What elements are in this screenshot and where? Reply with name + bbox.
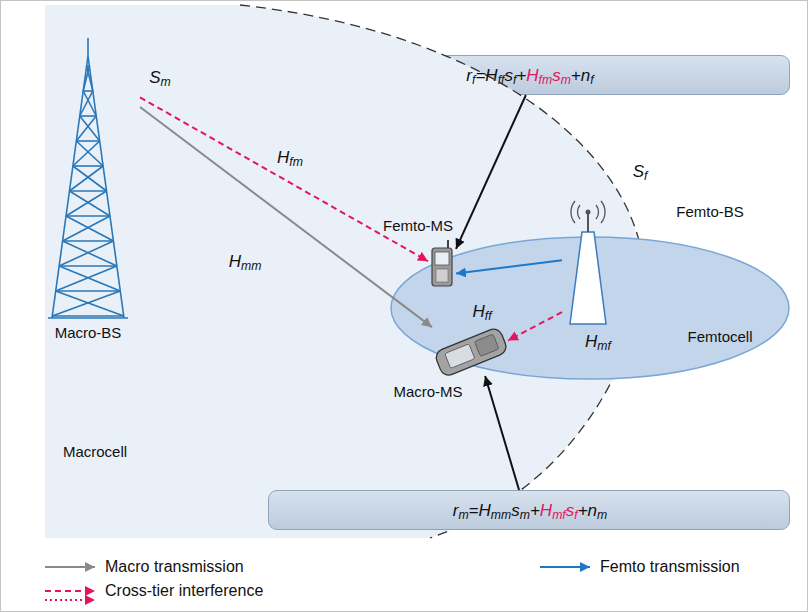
- symbol: r: [466, 66, 472, 85]
- node-label: Macro-MS: [393, 383, 462, 401]
- subscript: ff: [498, 73, 505, 87]
- node-label: Femtocell: [687, 328, 752, 346]
- symbol: H: [479, 501, 491, 520]
- channel-label: Hfm: [277, 148, 303, 168]
- subscript: f: [513, 73, 516, 87]
- symbol: n: [581, 66, 590, 85]
- subscript: m: [161, 75, 171, 89]
- legend-line: [540, 566, 590, 568]
- subscript: m: [597, 508, 607, 522]
- subscript: fm: [289, 155, 303, 169]
- symbol: s: [511, 501, 520, 520]
- legend-text: Macro transmission: [105, 557, 244, 576]
- legend-text: Cross-tier interference: [105, 581, 263, 600]
- channel-label: Hff: [472, 302, 491, 322]
- subscript: fm: [539, 73, 553, 87]
- symbol-label: Sf: [633, 162, 648, 182]
- symbol: S: [633, 162, 644, 181]
- symbol: =: [469, 501, 479, 520]
- subscript: f: [574, 508, 577, 522]
- subscript: f: [644, 169, 647, 183]
- subscript: f: [472, 73, 475, 87]
- symbol: H: [526, 66, 538, 85]
- operator: +: [530, 501, 540, 520]
- subscript: ff: [485, 309, 492, 323]
- symbol: s: [552, 66, 561, 85]
- subscript: m: [520, 508, 530, 522]
- symbol: H: [540, 501, 552, 520]
- symbol: H: [585, 332, 597, 351]
- operator: +: [578, 501, 588, 520]
- subscript: mf: [597, 339, 611, 353]
- node-label: Macrocell: [63, 443, 127, 461]
- equation-box: rm=Hmmsm+Hmfsf+nm: [268, 490, 790, 530]
- channel-label: Hmf: [585, 332, 611, 352]
- equation: rf=Hffsf+Hfmsm+nf: [466, 66, 593, 86]
- legend-line: [45, 590, 95, 592]
- operator: +: [571, 66, 581, 85]
- subscript: f: [590, 73, 593, 87]
- subscript: m: [561, 73, 571, 87]
- operator: +: [516, 66, 526, 85]
- equation: rm=Hmmsm+Hmfsf+nm: [453, 501, 608, 521]
- symbol: S: [149, 68, 160, 87]
- node-label: Femto-MS: [383, 217, 453, 235]
- symbol: =: [475, 66, 485, 85]
- symbol: s: [504, 66, 513, 85]
- subscript: mf: [552, 508, 566, 522]
- macrocell-region: Macrocell Macro-BS Femto-MS Femto-BS Femtoce…: [0, 0, 808, 540]
- node-label: Femto-BS: [676, 203, 744, 221]
- legend-text: Femto transmission: [600, 557, 740, 576]
- legend-line: [45, 599, 95, 601]
- node-label: Macro-BS: [55, 324, 122, 342]
- legend-line: [45, 566, 95, 568]
- subscript: m: [458, 508, 468, 522]
- symbol: H: [229, 252, 241, 271]
- symbol: n: [588, 501, 597, 520]
- symbol: r: [453, 501, 459, 520]
- symbol: H: [472, 302, 484, 321]
- symbol: H: [277, 148, 289, 167]
- symbol: H: [485, 66, 497, 85]
- symbol: s: [566, 501, 575, 520]
- channel-label: Hmm: [229, 252, 262, 272]
- subscript: mm: [491, 508, 511, 522]
- symbol-label: Sm: [149, 68, 171, 88]
- subscript: mm: [241, 259, 261, 273]
